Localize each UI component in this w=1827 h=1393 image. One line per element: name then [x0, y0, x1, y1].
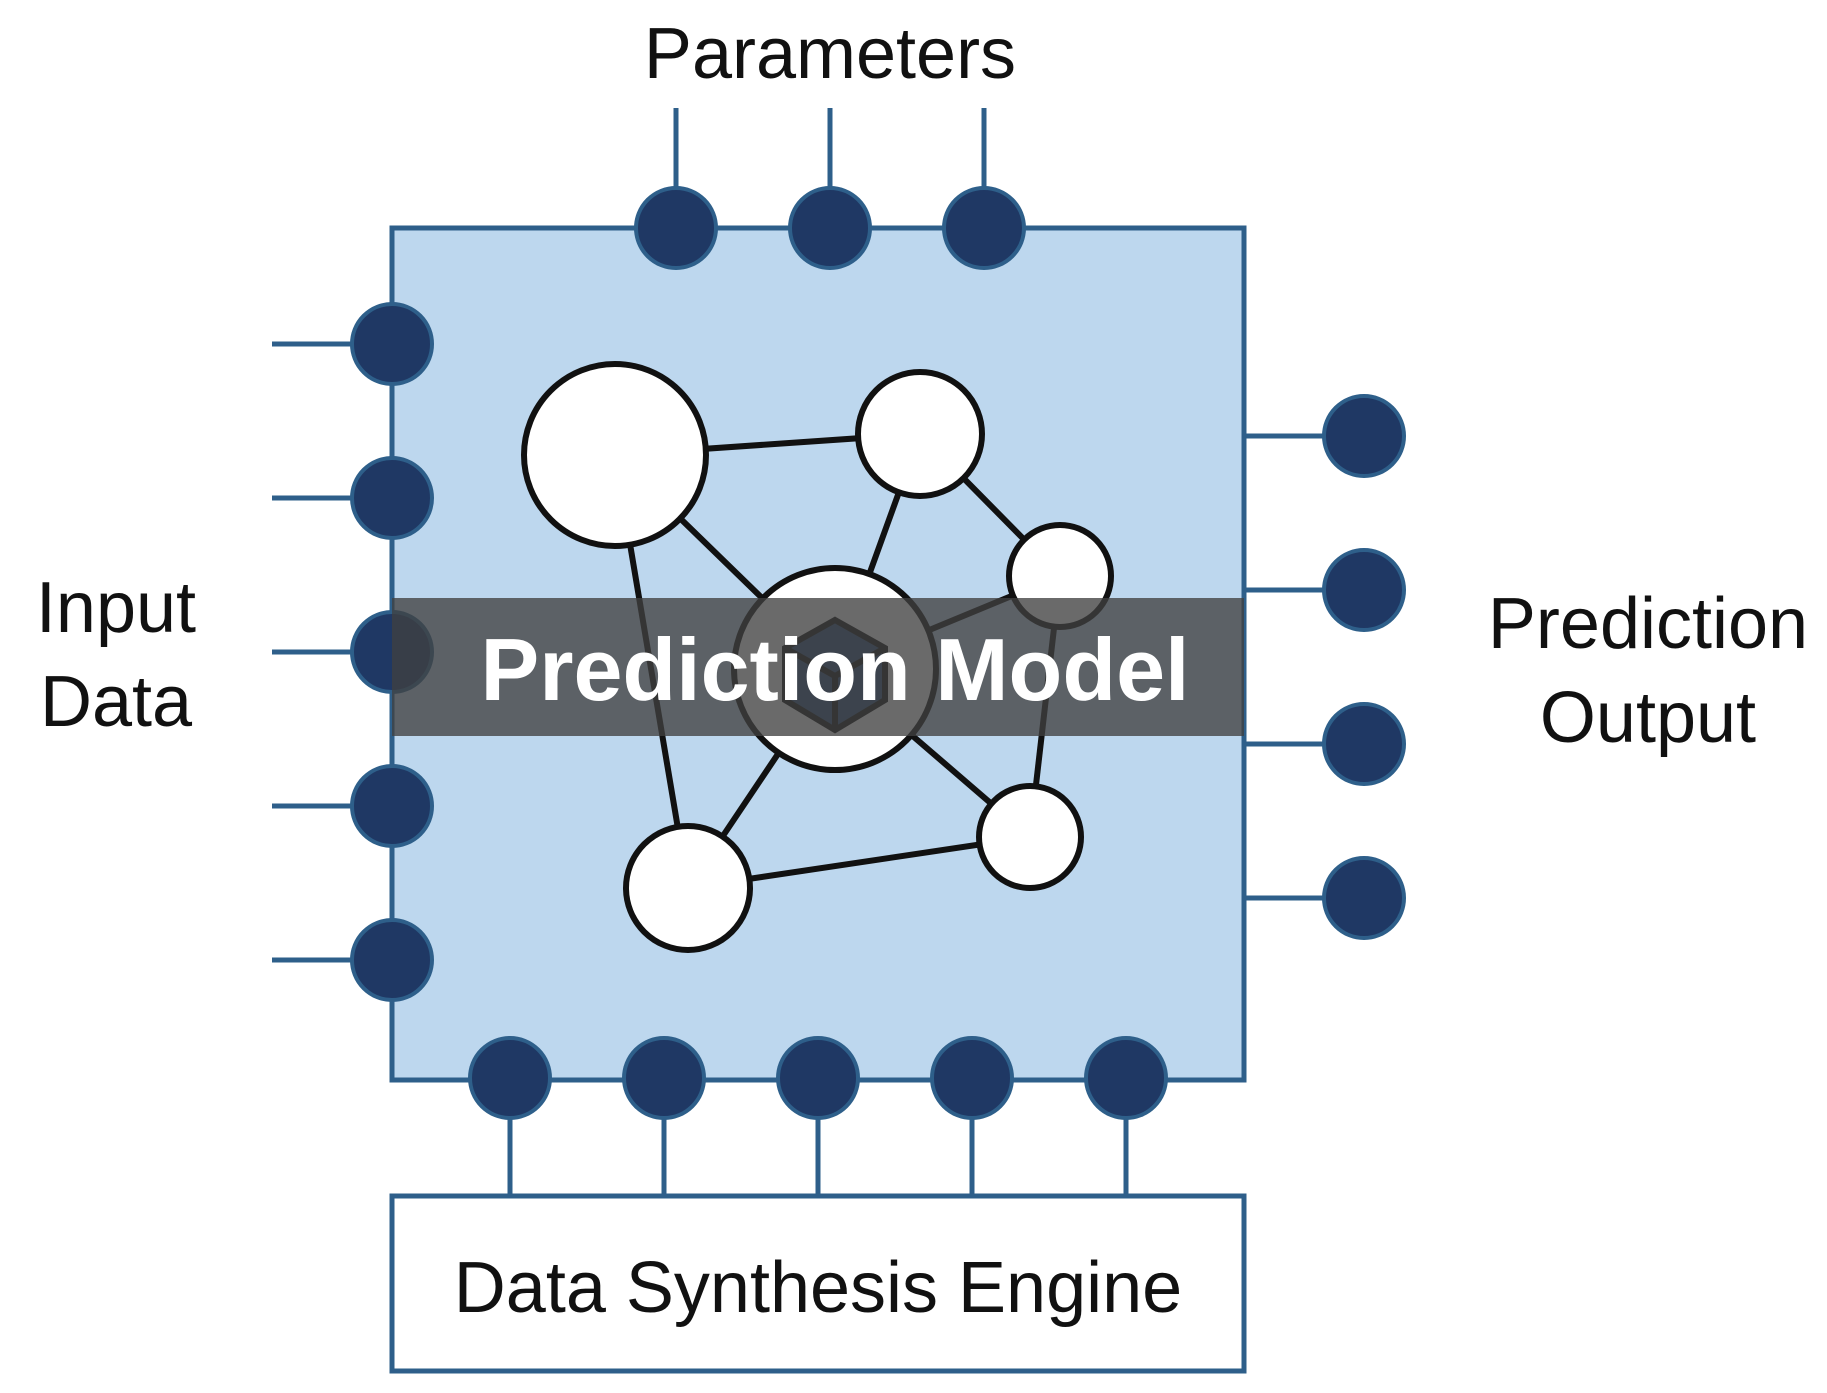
model-title: Prediction Model — [481, 620, 1190, 719]
prediction-output-label-line2: Output — [1540, 678, 1756, 758]
parameter-pin — [942, 186, 1026, 270]
network-node — [976, 783, 1084, 891]
output-leads — [1244, 433, 1364, 901]
input-pin — [350, 302, 434, 386]
output-pins — [1322, 394, 1406, 940]
data-synthesis-engine-box — [389, 1193, 1247, 1374]
engine-pins — [468, 1036, 1168, 1120]
network-node — [855, 369, 985, 499]
engine-pin — [776, 1036, 860, 1120]
input-pin — [350, 918, 434, 1002]
model-title-banner — [392, 598, 1244, 736]
input-data-label-line1: Input — [36, 568, 196, 648]
engine-pin — [468, 1036, 552, 1120]
engine-pin — [1084, 1036, 1168, 1120]
input-data-label-line2: Data — [40, 662, 193, 742]
parameter-pin — [634, 186, 718, 270]
parameter-pin — [788, 186, 872, 270]
network-node — [623, 823, 753, 953]
network-node — [521, 361, 709, 549]
output-pin — [1322, 394, 1406, 478]
input-pin — [350, 764, 434, 848]
prediction-output-label-line1: Prediction — [1488, 584, 1808, 664]
engine-label: Data Synthesis Engine — [454, 1248, 1182, 1328]
engine-pin — [622, 1036, 706, 1120]
output-pin — [1322, 702, 1406, 786]
parameter-pins — [634, 186, 1026, 270]
engine-pin — [930, 1036, 1014, 1120]
output-pin — [1322, 856, 1406, 940]
input-pin — [350, 456, 434, 540]
output-pin — [1322, 548, 1406, 632]
parameters-label: Parameters — [644, 14, 1016, 94]
